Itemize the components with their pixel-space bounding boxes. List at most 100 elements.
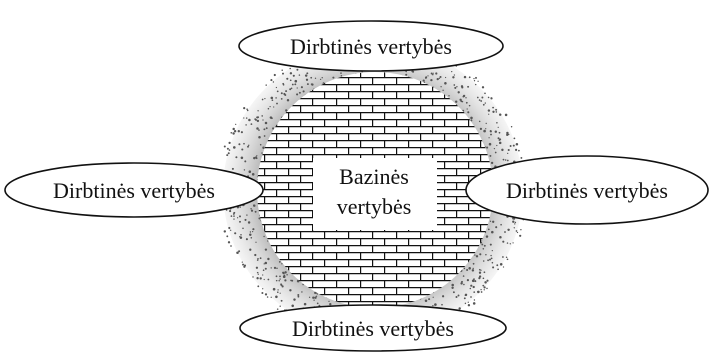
stipple-dot	[233, 218, 235, 220]
stipple-dot	[233, 130, 237, 133]
stipple-dot	[480, 269, 482, 271]
stipple-dot	[472, 285, 475, 289]
stipple-dot	[484, 92, 486, 95]
stipple-dot	[258, 217, 261, 220]
stipple-dot	[494, 151, 497, 154]
stipple-dot	[264, 248, 268, 251]
stipple-dot	[236, 217, 239, 219]
stipple-dot	[275, 97, 277, 99]
stipple-dot	[481, 86, 485, 89]
stipple-dot	[454, 86, 457, 89]
stipple-dot	[487, 96, 490, 99]
stipple-dot	[476, 96, 479, 99]
stipple-dot	[436, 77, 439, 81]
stipple-dot	[232, 127, 235, 131]
stipple-dot	[261, 98, 264, 101]
stipple-dot	[282, 72, 284, 75]
stipple-dot	[255, 266, 259, 269]
stipple-dot	[301, 291, 303, 293]
stipple-dot	[441, 295, 445, 298]
stipple-dot	[463, 297, 466, 300]
stipple-dot	[264, 97, 266, 100]
stipple-dot	[506, 159, 509, 162]
stipple-dot	[448, 95, 450, 97]
stipple-dot	[293, 298, 296, 301]
stipple-dot	[502, 240, 505, 243]
stipple-dot	[254, 210, 257, 213]
stipple-dot	[497, 137, 500, 140]
stipple-dot	[314, 296, 317, 299]
stipple-dot	[509, 243, 511, 245]
stipple-dot	[467, 304, 471, 307]
stipple-dot	[296, 93, 299, 96]
stipple-dot	[462, 275, 465, 277]
stipple-dot	[482, 260, 485, 262]
stipple-dot	[281, 69, 283, 71]
stipple-dot	[264, 261, 268, 265]
stipple-dot	[273, 73, 276, 77]
stipple-dot	[313, 299, 315, 301]
stipple-dot	[253, 156, 256, 160]
stipple-dot	[495, 108, 498, 111]
stipple-dot	[267, 257, 270, 261]
stipple-dot	[264, 121, 268, 125]
satellite-bottom-label: Dirbtinės vertybės	[292, 316, 454, 341]
stipple-dot	[483, 129, 486, 133]
stipple-dot	[464, 294, 466, 296]
stipple-dot	[487, 228, 490, 231]
stipple-dot	[282, 83, 285, 86]
stipple-dot	[442, 89, 444, 92]
stipple-dot	[455, 100, 458, 103]
stipple-dot	[223, 145, 226, 148]
stipple-dot	[238, 250, 241, 253]
stipple-dot	[258, 129, 260, 131]
stipple-dot	[485, 254, 487, 256]
stipple-dot	[486, 279, 489, 282]
stipple-dot	[465, 97, 467, 99]
stipple-dot	[256, 127, 259, 130]
stipple-dot	[520, 156, 523, 159]
stipple-dot	[257, 273, 259, 275]
stipple-dot	[300, 86, 303, 89]
stipple-dot	[441, 303, 443, 306]
stipple-dot	[504, 159, 507, 161]
stipple-dot	[457, 294, 460, 297]
stipple-dot	[424, 76, 427, 79]
center-label-bg	[313, 158, 437, 230]
stipple-dot	[501, 148, 504, 152]
stipple-dot	[256, 259, 259, 261]
stipple-dot	[254, 253, 257, 257]
stipple-dot	[250, 123, 253, 125]
stipple-dot	[488, 113, 490, 115]
stipple-dot	[239, 235, 241, 238]
stipple-dot	[291, 83, 294, 86]
stipple-dot	[311, 83, 314, 86]
stipple-dot	[500, 223, 502, 226]
stipple-dot	[468, 104, 471, 107]
stipple-dot	[246, 108, 248, 110]
stipple-dot	[245, 124, 247, 126]
stipple-dot	[229, 210, 232, 213]
stipple-dot	[275, 295, 278, 299]
satellite-top-ellipse	[238, 20, 504, 72]
stipple-dot	[290, 87, 293, 90]
stipple-dot	[490, 133, 492, 136]
stipple-dot	[482, 248, 485, 250]
stipple-dot	[284, 271, 287, 274]
stipple-dot	[470, 284, 473, 287]
stipple-dot	[466, 108, 468, 110]
stipple-dot	[276, 90, 279, 93]
stipple-dot	[316, 302, 319, 305]
stipple-dot	[479, 127, 483, 131]
stipple-dot	[432, 72, 434, 74]
stipple-dot	[475, 255, 479, 258]
stipple-dot	[242, 227, 244, 230]
stipple-dot	[483, 286, 486, 289]
stipple-dot	[255, 156, 258, 159]
stipple-dot	[463, 283, 465, 286]
stipple-dot	[270, 296, 272, 298]
stipple-dot	[269, 105, 271, 108]
stipple-dot	[235, 156, 238, 159]
stipple-dot	[243, 265, 246, 268]
